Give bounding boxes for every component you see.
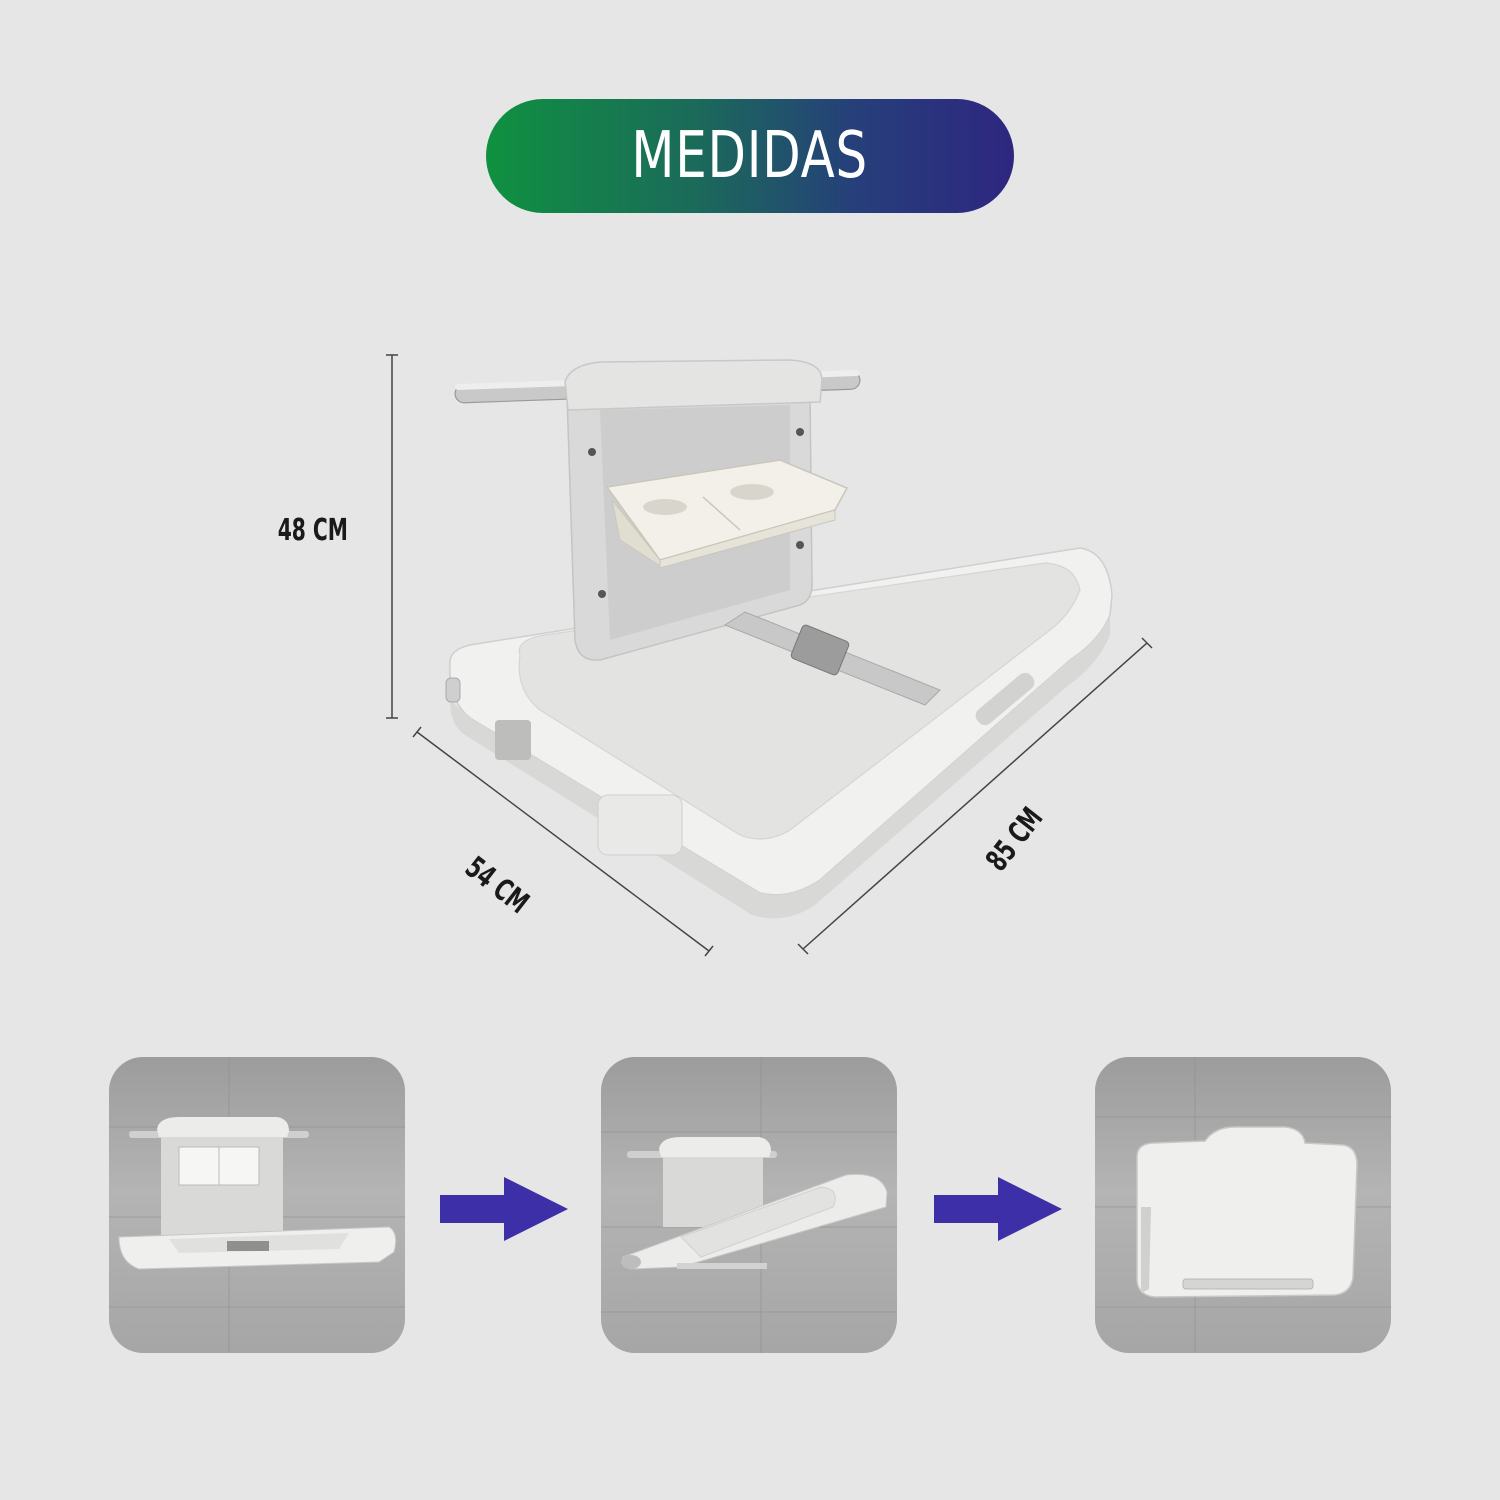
- changing-table-folding-icon: [601, 1057, 897, 1353]
- right-arrow-icon: [440, 1177, 568, 1241]
- dimension-lines: [386, 354, 1153, 957]
- step-folding-thumbnail: [601, 1057, 897, 1353]
- title-banner: MEDIDAS: [486, 99, 1014, 213]
- changing-table-open-icon: [109, 1057, 405, 1353]
- height-dimension-label: 48 CM: [277, 513, 348, 548]
- changing-table-illustration: [386, 354, 1153, 957]
- changing-table-closed-icon: [1095, 1057, 1391, 1353]
- step-closed-thumbnail: [1095, 1057, 1391, 1353]
- step-open-thumbnail: [109, 1057, 405, 1353]
- page-title: MEDIDAS: [631, 119, 869, 193]
- right-arrow-icon: [934, 1177, 1062, 1241]
